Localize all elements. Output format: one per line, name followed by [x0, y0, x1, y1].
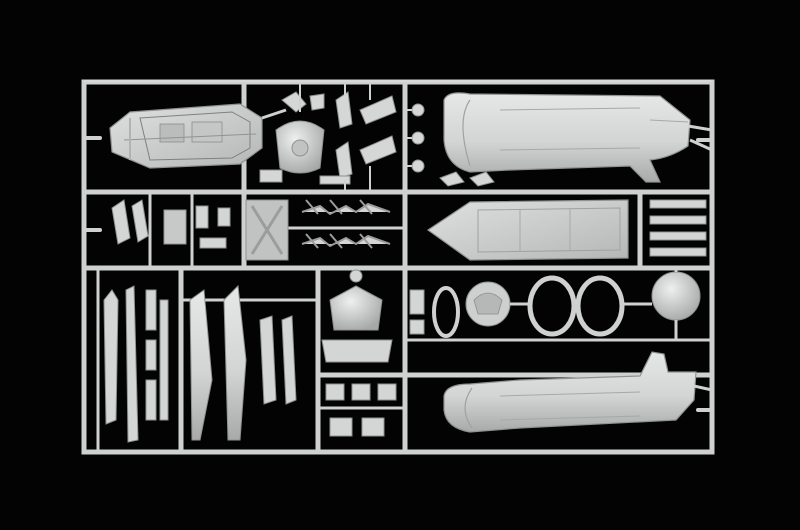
rockets-weapons-part [301, 199, 391, 249]
landing-gear-struts [103, 284, 297, 443]
small-rods-parts [649, 199, 707, 257]
lower-fuselage-panel [426, 199, 629, 261]
fuselage-half-upper [443, 92, 713, 183]
canopy-frames-and-dome [432, 268, 701, 340]
tail-and-control-parts [111, 192, 289, 268]
fuselage-half-lower [443, 351, 713, 433]
frame-outer [81, 79, 715, 455]
cockpit-detail-parts [259, 91, 495, 187]
cockpit-center-parts [321, 269, 425, 437]
cockpit-floor-part [109, 103, 287, 169]
